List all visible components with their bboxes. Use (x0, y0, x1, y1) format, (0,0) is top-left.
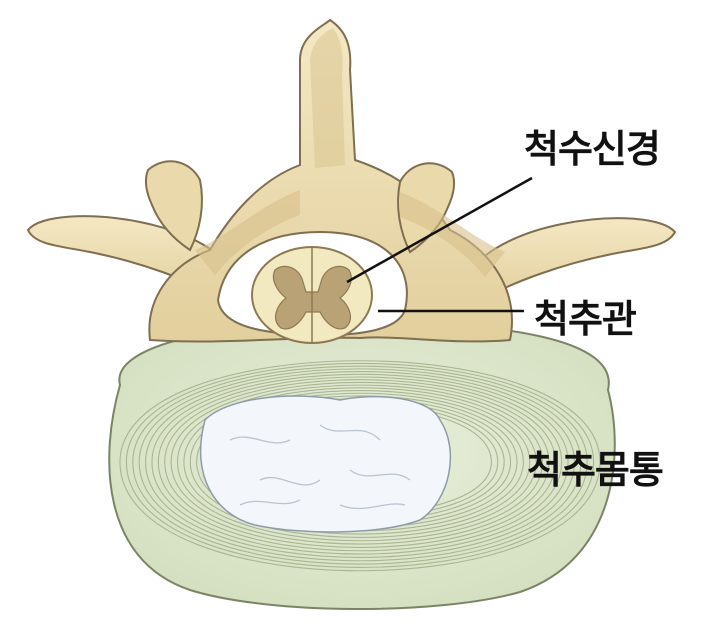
spinal-cord (251, 246, 373, 344)
leader-line-spinal-cord (346, 176, 533, 284)
annulus-ring (138, 368, 582, 562)
annulus-ring (132, 365, 588, 565)
annulus-ring (125, 362, 595, 568)
label-spinal-cord: 척수신경 (524, 127, 661, 171)
annulus-ring (151, 373, 569, 555)
annulus-ring (145, 371, 575, 558)
nucleus-pulposus (199, 395, 452, 533)
label-vertebral-body: 척추몸통 (527, 448, 664, 492)
annulus-ring (157, 376, 563, 552)
leader-lines (346, 176, 533, 313)
annulus-ring (176, 384, 544, 542)
annulus-ring (170, 381, 550, 545)
label-spinal-canal: 척추관 (534, 297, 637, 341)
annulus-ring (164, 379, 556, 548)
annulus-ring (119, 360, 601, 572)
